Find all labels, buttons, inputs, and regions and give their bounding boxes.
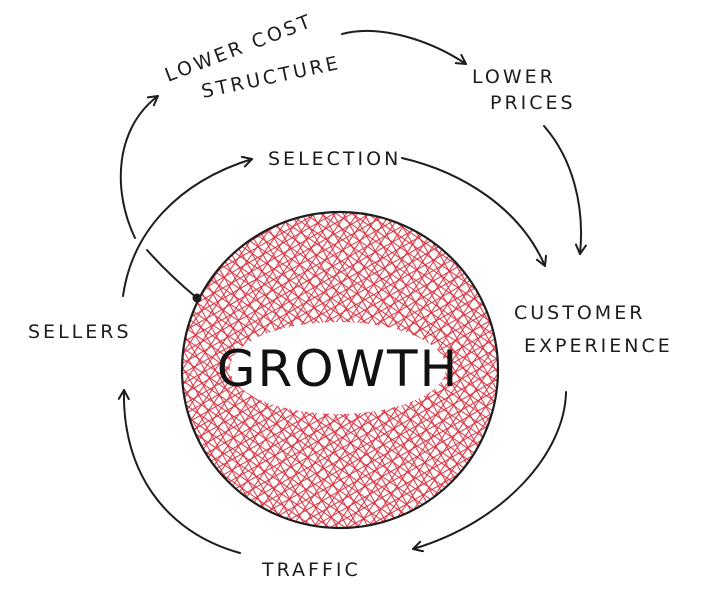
- hatch-line: [182, 238, 452, 402]
- hatch-line: [233, 347, 498, 511]
- hatch-line: [182, 387, 396, 528]
- hatch-line: [182, 212, 320, 424]
- arrow-customer-experience-to-traffic: [412, 391, 567, 553]
- growth-center-label: GROWTH: [217, 340, 459, 398]
- hatch-line: [182, 278, 336, 528]
- hatch-line: [182, 394, 391, 528]
- hatch-line: [182, 212, 313, 419]
- hatch-line: [182, 230, 448, 394]
- hatch-line: [346, 307, 498, 528]
- hatch-line: [247, 371, 498, 528]
- hatch-line: [182, 212, 407, 324]
- arrow-selection-to-customer-experience: [401, 157, 548, 267]
- arrow-sellers-to-lower-cost: [119, 95, 159, 239]
- link-lower-cost-to-circle: [146, 249, 198, 299]
- arrow-lower-cost-to-lower-prices: [341, 30, 467, 65]
- hatch-line: [354, 312, 498, 528]
- hatch-line: [224, 332, 498, 496]
- hatch-line: [182, 283, 328, 528]
- hatch-line: [182, 379, 401, 528]
- node-customer-experience-line2: EXPERIENCE: [524, 335, 673, 357]
- hatch-line: [279, 212, 498, 361]
- hatch-line: [238, 355, 498, 519]
- hatch-line: [391, 212, 498, 435]
- hatch-line: [339, 302, 498, 528]
- arrow-sellers-to-selection: [122, 155, 253, 297]
- node-lower-prices-line1: LOWER: [472, 66, 556, 88]
- hatch-line: [182, 212, 430, 363]
- hatch-line: [328, 212, 492, 471]
- hatch-line: [361, 317, 498, 528]
- hatch-line: [274, 417, 498, 528]
- hatch-line: [182, 212, 328, 429]
- hatch-line: [375, 212, 498, 444]
- hatch-line: [269, 410, 498, 528]
- hatch-line: [182, 342, 427, 528]
- growth-label-backdrop: [230, 322, 446, 414]
- hatch-line: [182, 305, 289, 528]
- hatch-line: [229, 340, 498, 504]
- growth-circle: [180, 210, 500, 530]
- node-sellers: SELLERS: [28, 321, 132, 343]
- hatch-line: [352, 212, 498, 457]
- hatch-line: [182, 212, 416, 340]
- hatch-line: [310, 281, 497, 528]
- hatch-line: [243, 225, 498, 412]
- hatch-line: [289, 212, 498, 346]
- hatch-line: [253, 212, 498, 398]
- hatch-line: [182, 401, 386, 528]
- node-customer-experience-line1: CUSTOMER: [514, 302, 645, 324]
- hatch-line: [294, 212, 498, 339]
- hatch-line: [182, 296, 305, 528]
- hatch-line: [182, 274, 344, 528]
- hatch-line: [182, 212, 343, 440]
- hatch-line: [184, 212, 372, 460]
- hatch-line: [256, 386, 498, 528]
- hatch-line: [242, 363, 498, 527]
- arrow-traffic-to-sellers: [117, 389, 241, 554]
- hatch-line: [182, 212, 421, 348]
- arrow-lower-prices-to-customer-experience: [543, 125, 587, 255]
- node-lower-prices-line2: PRICES: [490, 92, 576, 114]
- hatch-line: [336, 212, 498, 466]
- hatch-line: [251, 379, 498, 528]
- hatch-line: [383, 212, 498, 439]
- hatch-line: [344, 212, 498, 462]
- hatch-line: [302, 276, 490, 528]
- hatch-line: [182, 335, 432, 523]
- hatch-line: [182, 212, 403, 316]
- hatch-line: [182, 328, 437, 515]
- node-selection: SELECTION: [268, 148, 401, 170]
- hatch-line: [182, 212, 425, 355]
- hatch-line: [182, 212, 412, 332]
- hatch-line: [182, 212, 306, 414]
- node-traffic: TRAFFIC: [261, 559, 361, 581]
- hatch-line: [182, 215, 439, 379]
- hatch-line: [188, 269, 352, 528]
- hatch-line: [182, 223, 443, 387]
- hatch-line: [265, 402, 498, 528]
- hatch-line: [182, 301, 297, 528]
- hatch-line: [182, 212, 434, 371]
